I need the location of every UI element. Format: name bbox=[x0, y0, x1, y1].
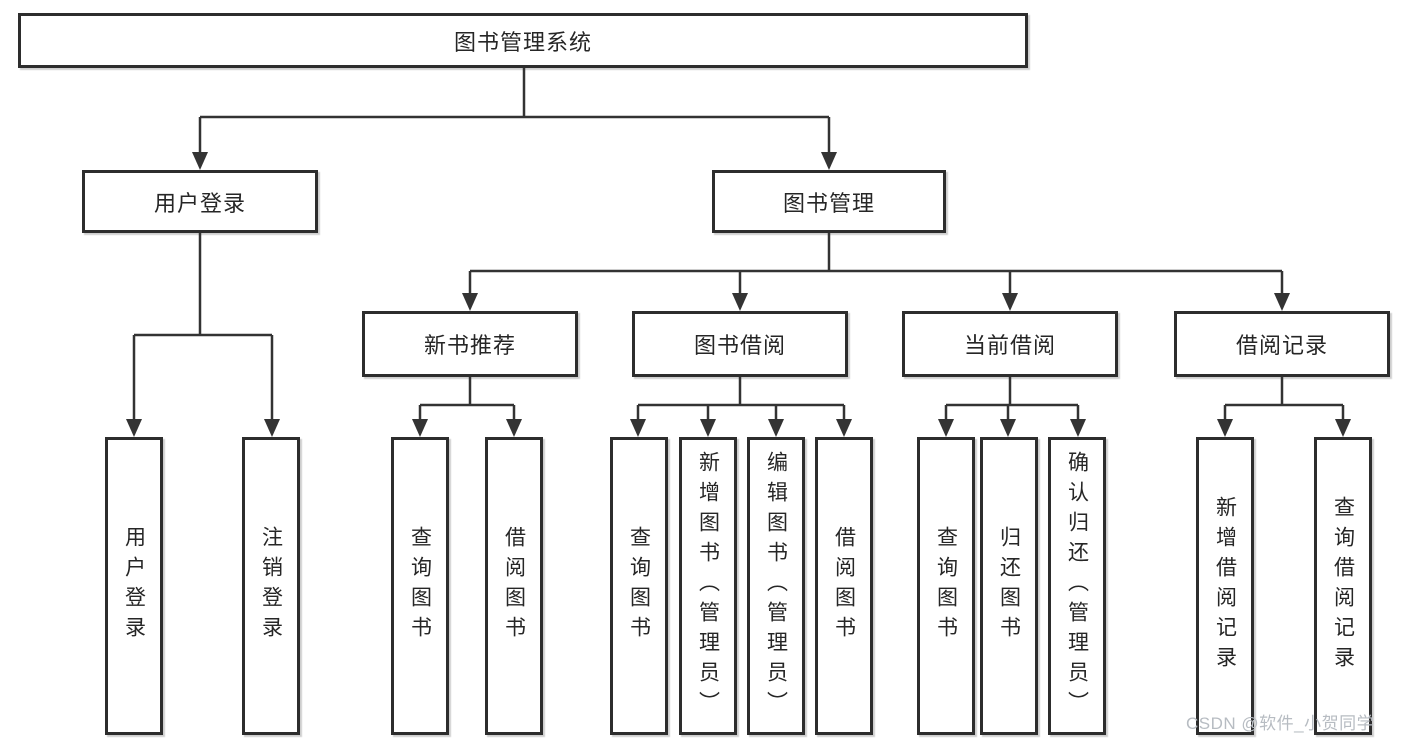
leaf-add-borrow-record-label: 新增借阅记录 bbox=[1213, 496, 1237, 676]
arrowhead bbox=[732, 293, 748, 311]
arrowhead bbox=[462, 293, 478, 311]
arrowhead bbox=[836, 419, 852, 437]
leaf-confirm-return-admin-label: 确认归还（管理员） bbox=[1065, 451, 1089, 721]
edge-group-root bbox=[192, 68, 837, 170]
arrowhead bbox=[264, 419, 280, 437]
leaf-query-books-recommend: 查询图书 bbox=[391, 437, 449, 735]
leaf-return-book-label: 归还图书 bbox=[997, 526, 1021, 646]
leaf-add-book-admin-label: 新增图书（管理员） bbox=[696, 451, 720, 721]
leaf-edit-book-admin: 编辑图书（管理员） bbox=[747, 437, 805, 735]
leaf-add-book-admin: 新增图书（管理员） bbox=[679, 437, 737, 735]
edge-group-user-login bbox=[126, 233, 280, 437]
edge-group-current-borrow bbox=[938, 377, 1086, 437]
leaf-logout-login: 注销登录 bbox=[242, 437, 300, 735]
arrowhead bbox=[700, 419, 716, 437]
node-root: 图书管理系统 bbox=[18, 13, 1028, 68]
leaf-user-login-label: 用户登录 bbox=[122, 526, 146, 646]
arrowhead bbox=[1000, 419, 1016, 437]
arrowhead bbox=[938, 419, 954, 437]
leaf-borrow-books-recommend: 借阅图书 bbox=[485, 437, 543, 735]
node-book-borrow: 图书借阅 bbox=[632, 311, 848, 377]
arrowhead bbox=[1070, 419, 1086, 437]
leaf-edit-book-admin-label: 编辑图书（管理员） bbox=[764, 451, 788, 721]
node-borrow-records: 借阅记录 bbox=[1174, 311, 1390, 377]
arrowhead bbox=[412, 419, 428, 437]
arrowhead bbox=[821, 152, 837, 170]
leaf-query-books-borrow-label: 查询图书 bbox=[627, 526, 651, 646]
leaf-query-books-current-label: 查询图书 bbox=[934, 526, 958, 646]
node-new-book-recommend-label: 新书推荐 bbox=[423, 333, 516, 358]
edge-group-book-management bbox=[462, 233, 1290, 311]
arrowhead bbox=[126, 419, 142, 437]
leaf-query-books-recommend-label: 查询图书 bbox=[408, 526, 432, 646]
node-root-label: 图书管理系统 bbox=[453, 29, 592, 55]
edge-group-book-borrow bbox=[630, 377, 852, 437]
leaf-return-book: 归还图书 bbox=[980, 437, 1038, 735]
node-book-management: 图书管理 bbox=[712, 170, 946, 233]
leaf-borrow-books-label: 借阅图书 bbox=[832, 526, 856, 646]
leaf-query-borrow-record: 查询借阅记录 bbox=[1314, 437, 1372, 735]
node-new-book-recommend: 新书推荐 bbox=[362, 311, 578, 377]
arrowhead bbox=[768, 419, 784, 437]
leaf-query-books-borrow: 查询图书 bbox=[610, 437, 668, 735]
csdn-watermark: CSDN @软件_小贺同学 bbox=[1186, 714, 1375, 733]
leaf-borrow-books: 借阅图书 bbox=[815, 437, 873, 735]
arrowhead bbox=[1274, 293, 1290, 311]
leaf-borrow-books-recommend-label: 借阅图书 bbox=[502, 526, 526, 646]
arrowhead bbox=[1217, 419, 1233, 437]
leaf-user-login: 用户登录 bbox=[105, 437, 163, 735]
leaf-add-borrow-record: 新增借阅记录 bbox=[1196, 437, 1254, 735]
leaf-query-books-current: 查询图书 bbox=[917, 437, 975, 735]
edge-group-new-book-recommend bbox=[412, 377, 522, 437]
node-book-management-label: 图书管理 bbox=[782, 190, 875, 216]
arrowhead bbox=[506, 419, 522, 437]
leaf-query-borrow-record-label: 查询借阅记录 bbox=[1331, 496, 1355, 676]
arrowhead bbox=[630, 419, 646, 437]
edge-group-borrow-records bbox=[1217, 377, 1351, 437]
leaf-logout-login-label: 注销登录 bbox=[259, 526, 283, 646]
node-current-borrow-label: 当前借阅 bbox=[963, 333, 1056, 358]
arrowhead bbox=[192, 152, 208, 170]
node-user-login: 用户登录 bbox=[82, 170, 318, 233]
node-borrow-records-label: 借阅记录 bbox=[1235, 333, 1328, 358]
arrowhead bbox=[1335, 419, 1351, 437]
leaf-confirm-return-admin: 确认归还（管理员） bbox=[1048, 437, 1106, 735]
node-current-borrow: 当前借阅 bbox=[902, 311, 1118, 377]
arrowhead bbox=[1002, 293, 1018, 311]
node-book-borrow-label: 图书借阅 bbox=[693, 333, 786, 358]
node-user-login-label: 用户登录 bbox=[153, 190, 246, 216]
